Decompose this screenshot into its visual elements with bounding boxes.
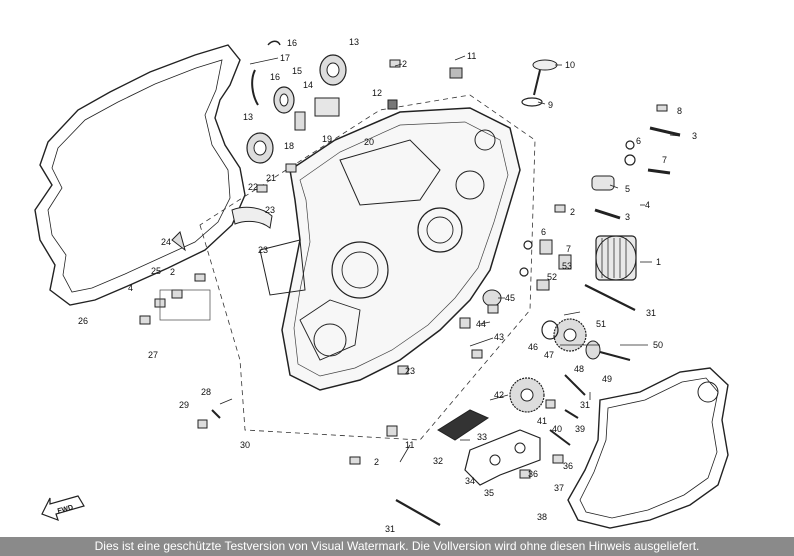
callout-53: 53 xyxy=(562,261,572,271)
oil-pump-body xyxy=(464,429,541,486)
callout-36: 36 xyxy=(528,469,538,479)
callout-33: 33 xyxy=(477,432,487,442)
callout-36: 36 xyxy=(563,461,573,471)
callout-37: 37 xyxy=(554,483,564,493)
callout-22: 22 xyxy=(248,182,258,192)
callout-25: 25 xyxy=(151,266,161,276)
crankshaft-bore xyxy=(331,241,389,299)
callout-9: 9 xyxy=(548,100,553,110)
callout-46: 46 xyxy=(528,342,538,352)
callout-2: 2 xyxy=(570,207,575,217)
oil-strainer-screen xyxy=(437,409,490,441)
callout-4: 4 xyxy=(128,283,133,293)
callout-2: 2 xyxy=(374,457,379,467)
callout-47: 47 xyxy=(544,350,554,360)
callout-52: 52 xyxy=(547,272,557,282)
callout-12: 12 xyxy=(372,88,382,98)
callout-49: 49 xyxy=(602,374,612,384)
callout-7: 7 xyxy=(662,155,667,165)
callout-16: 16 xyxy=(287,38,297,48)
washer xyxy=(541,320,559,340)
bearing-13-lower xyxy=(246,132,274,164)
callout-35: 35 xyxy=(484,488,494,498)
oil-filler-cap xyxy=(532,59,558,96)
callout-40: 40 xyxy=(552,424,562,434)
callout-11: 11 xyxy=(467,51,476,61)
callout-29: 29 xyxy=(179,400,189,410)
callout-11: 11 xyxy=(405,440,414,450)
callout-13: 13 xyxy=(349,37,359,47)
callout-24: 24 xyxy=(161,237,171,247)
callout-43: 43 xyxy=(494,332,504,342)
callout-20: 20 xyxy=(364,137,374,147)
callout-31: 31 xyxy=(580,400,590,410)
callout-28: 28 xyxy=(201,387,211,397)
callout-31: 31 xyxy=(385,524,395,534)
callout-19: 19 xyxy=(322,134,332,144)
pump-gear xyxy=(553,318,587,352)
fwd-label: FWD xyxy=(57,504,74,515)
callout-38: 38 xyxy=(537,512,547,522)
callout-3: 3 xyxy=(692,131,697,141)
watermark-notice-bar: Dies ist eine geschützte Testversion von… xyxy=(0,537,794,556)
long-bolt-31-right xyxy=(584,284,636,311)
oil-filter xyxy=(595,235,637,281)
callout-30: 30 xyxy=(240,440,250,450)
callout-41: 41 xyxy=(537,416,547,426)
callout-27: 27 xyxy=(148,350,158,360)
callout-6: 6 xyxy=(541,227,546,237)
callout-50: 50 xyxy=(653,340,663,350)
callout-16: 16 xyxy=(270,72,280,82)
callout-23: 23 xyxy=(258,245,268,255)
balancer-bore xyxy=(417,207,463,253)
callout-51: 51 xyxy=(596,319,606,329)
right-cover-gasket xyxy=(567,367,729,529)
callout-31: 31 xyxy=(646,308,656,318)
callout-23: 23 xyxy=(265,205,275,215)
long-bolt-31-bottom xyxy=(395,499,441,526)
callout-45: 45 xyxy=(505,293,515,303)
callout-8: 8 xyxy=(677,106,682,116)
forward-direction-arrow: FWD xyxy=(41,495,85,522)
callout-1: 1 xyxy=(656,257,661,267)
callout-5: 5 xyxy=(625,184,630,194)
callout-3: 3 xyxy=(625,212,630,222)
bearing-15 xyxy=(273,86,295,114)
driven-gear xyxy=(509,377,545,413)
callout-42: 42 xyxy=(494,390,504,400)
callout-26: 26 xyxy=(78,316,88,326)
crankcase-body xyxy=(281,107,521,391)
callout-23: 23 xyxy=(405,366,415,376)
bearing-13-upper xyxy=(319,54,347,86)
callout-21: 21 xyxy=(266,173,276,183)
callout-13: 13 xyxy=(243,112,253,122)
o-ring xyxy=(521,97,543,107)
callout-17: 17 xyxy=(280,53,290,63)
callout-6: 6 xyxy=(636,136,641,146)
callout-7: 7 xyxy=(566,244,571,254)
callout-18: 18 xyxy=(284,141,294,151)
callout-32: 32 xyxy=(433,456,443,466)
callout-14: 14 xyxy=(303,80,313,90)
callout-48: 48 xyxy=(574,364,584,374)
callout-39: 39 xyxy=(575,424,585,434)
callout-15: 15 xyxy=(292,66,302,76)
callout-2: 2 xyxy=(170,267,175,277)
callout-34: 34 xyxy=(465,476,475,486)
callout-44: 44 xyxy=(476,319,486,329)
callout-4: 4 xyxy=(645,200,650,210)
left-cover-gasket xyxy=(34,44,246,306)
callout-2: 2 xyxy=(402,59,407,69)
callout-10: 10 xyxy=(565,60,575,70)
